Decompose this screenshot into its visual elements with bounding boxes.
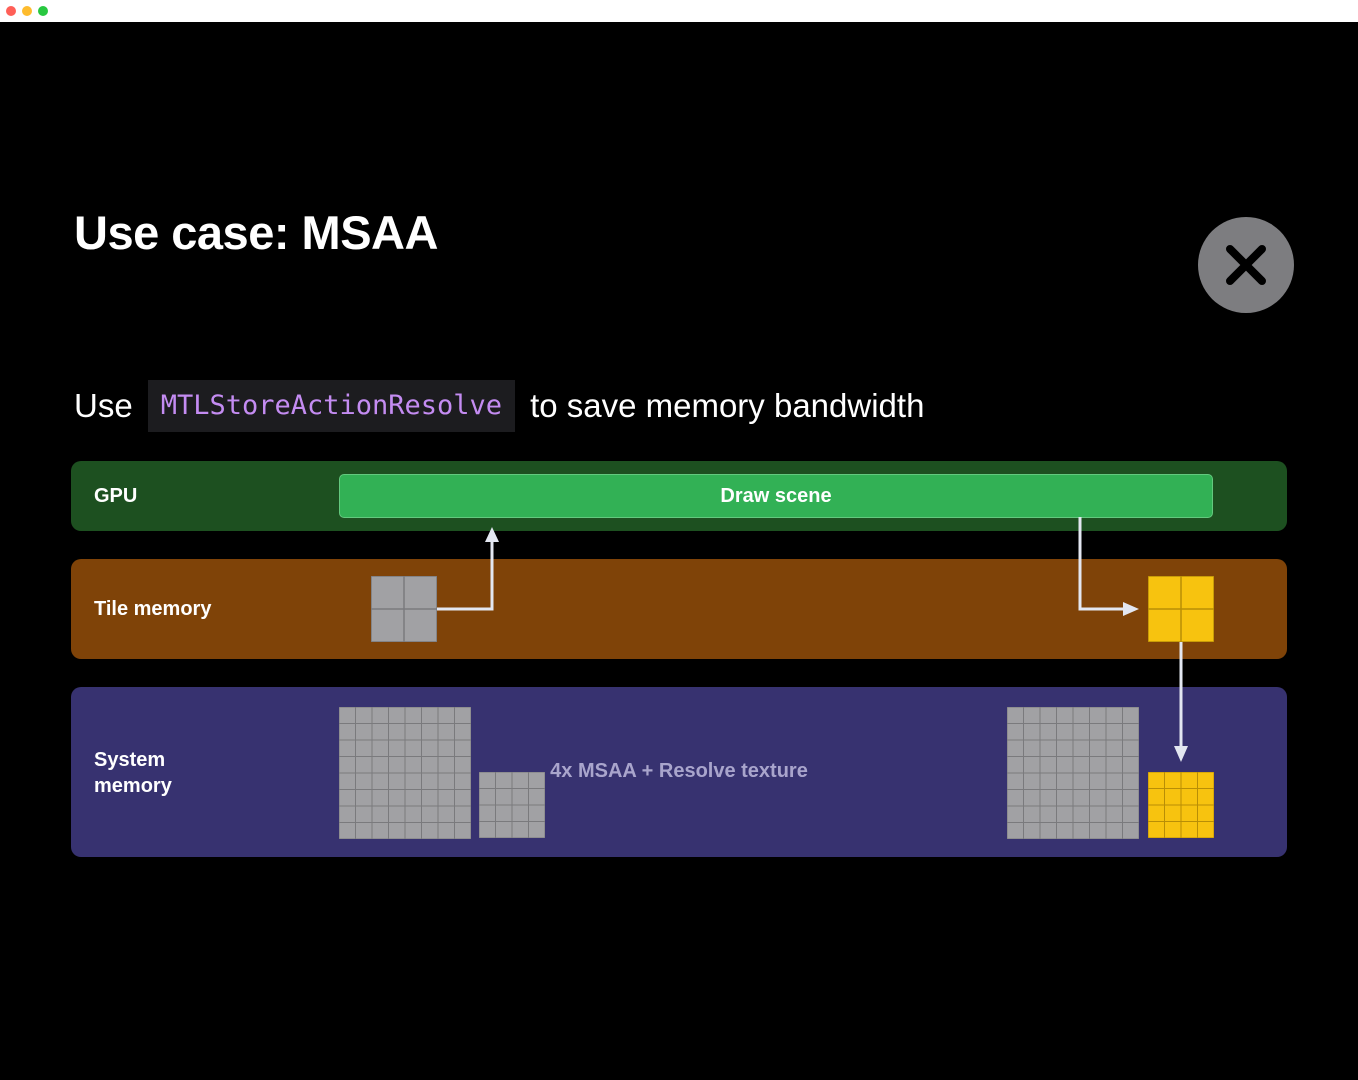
diagram-graphics bbox=[339, 517, 1214, 839]
window-titlebar bbox=[0, 0, 1358, 22]
window-minimize-button[interactable] bbox=[22, 6, 32, 16]
arrow-head-right bbox=[1123, 602, 1139, 616]
window-close-button[interactable] bbox=[6, 6, 16, 16]
window-zoom-button[interactable] bbox=[38, 6, 48, 16]
arrow-head-up bbox=[485, 527, 499, 542]
subtitle-suffix: to save memory bandwidth bbox=[530, 387, 925, 424]
slide-title: Use case: MSAA bbox=[74, 206, 438, 259]
msaa-texture-left bbox=[339, 707, 471, 839]
subtitle-prefix: Use bbox=[74, 387, 133, 424]
arrow-head-down bbox=[1174, 746, 1188, 762]
resolve-texture-left bbox=[479, 772, 545, 838]
tile-memory-label: Tile memory bbox=[94, 598, 212, 620]
close-icon bbox=[1226, 245, 1266, 285]
system-memory-label: System memory bbox=[94, 749, 172, 797]
resolve-texture-right bbox=[1148, 772, 1214, 838]
slide-subtitle: Use MTLStoreActionResolve to save memory… bbox=[74, 380, 924, 432]
code-snippet: MTLStoreActionResolve bbox=[147, 380, 516, 432]
draw-scene-bar: Draw scene bbox=[339, 474, 1213, 518]
tile-memory-yellow-tile bbox=[1148, 576, 1214, 642]
gpu-lane: GPU Draw scene bbox=[71, 461, 1287, 531]
arrow-tile-to-gpu bbox=[437, 538, 494, 611]
arrow-gpu-to-tile bbox=[1078, 517, 1126, 611]
msaa-resolve-label: 4x MSAA + Resolve texture bbox=[550, 760, 808, 782]
tile-memory-gray-tile bbox=[371, 576, 437, 642]
slide: Use case: MSAA Use MTLStoreActionResolve… bbox=[0, 22, 1358, 1080]
close-button[interactable] bbox=[1198, 217, 1294, 313]
msaa-texture-right bbox=[1007, 707, 1139, 839]
gpu-label: GPU bbox=[94, 485, 138, 507]
